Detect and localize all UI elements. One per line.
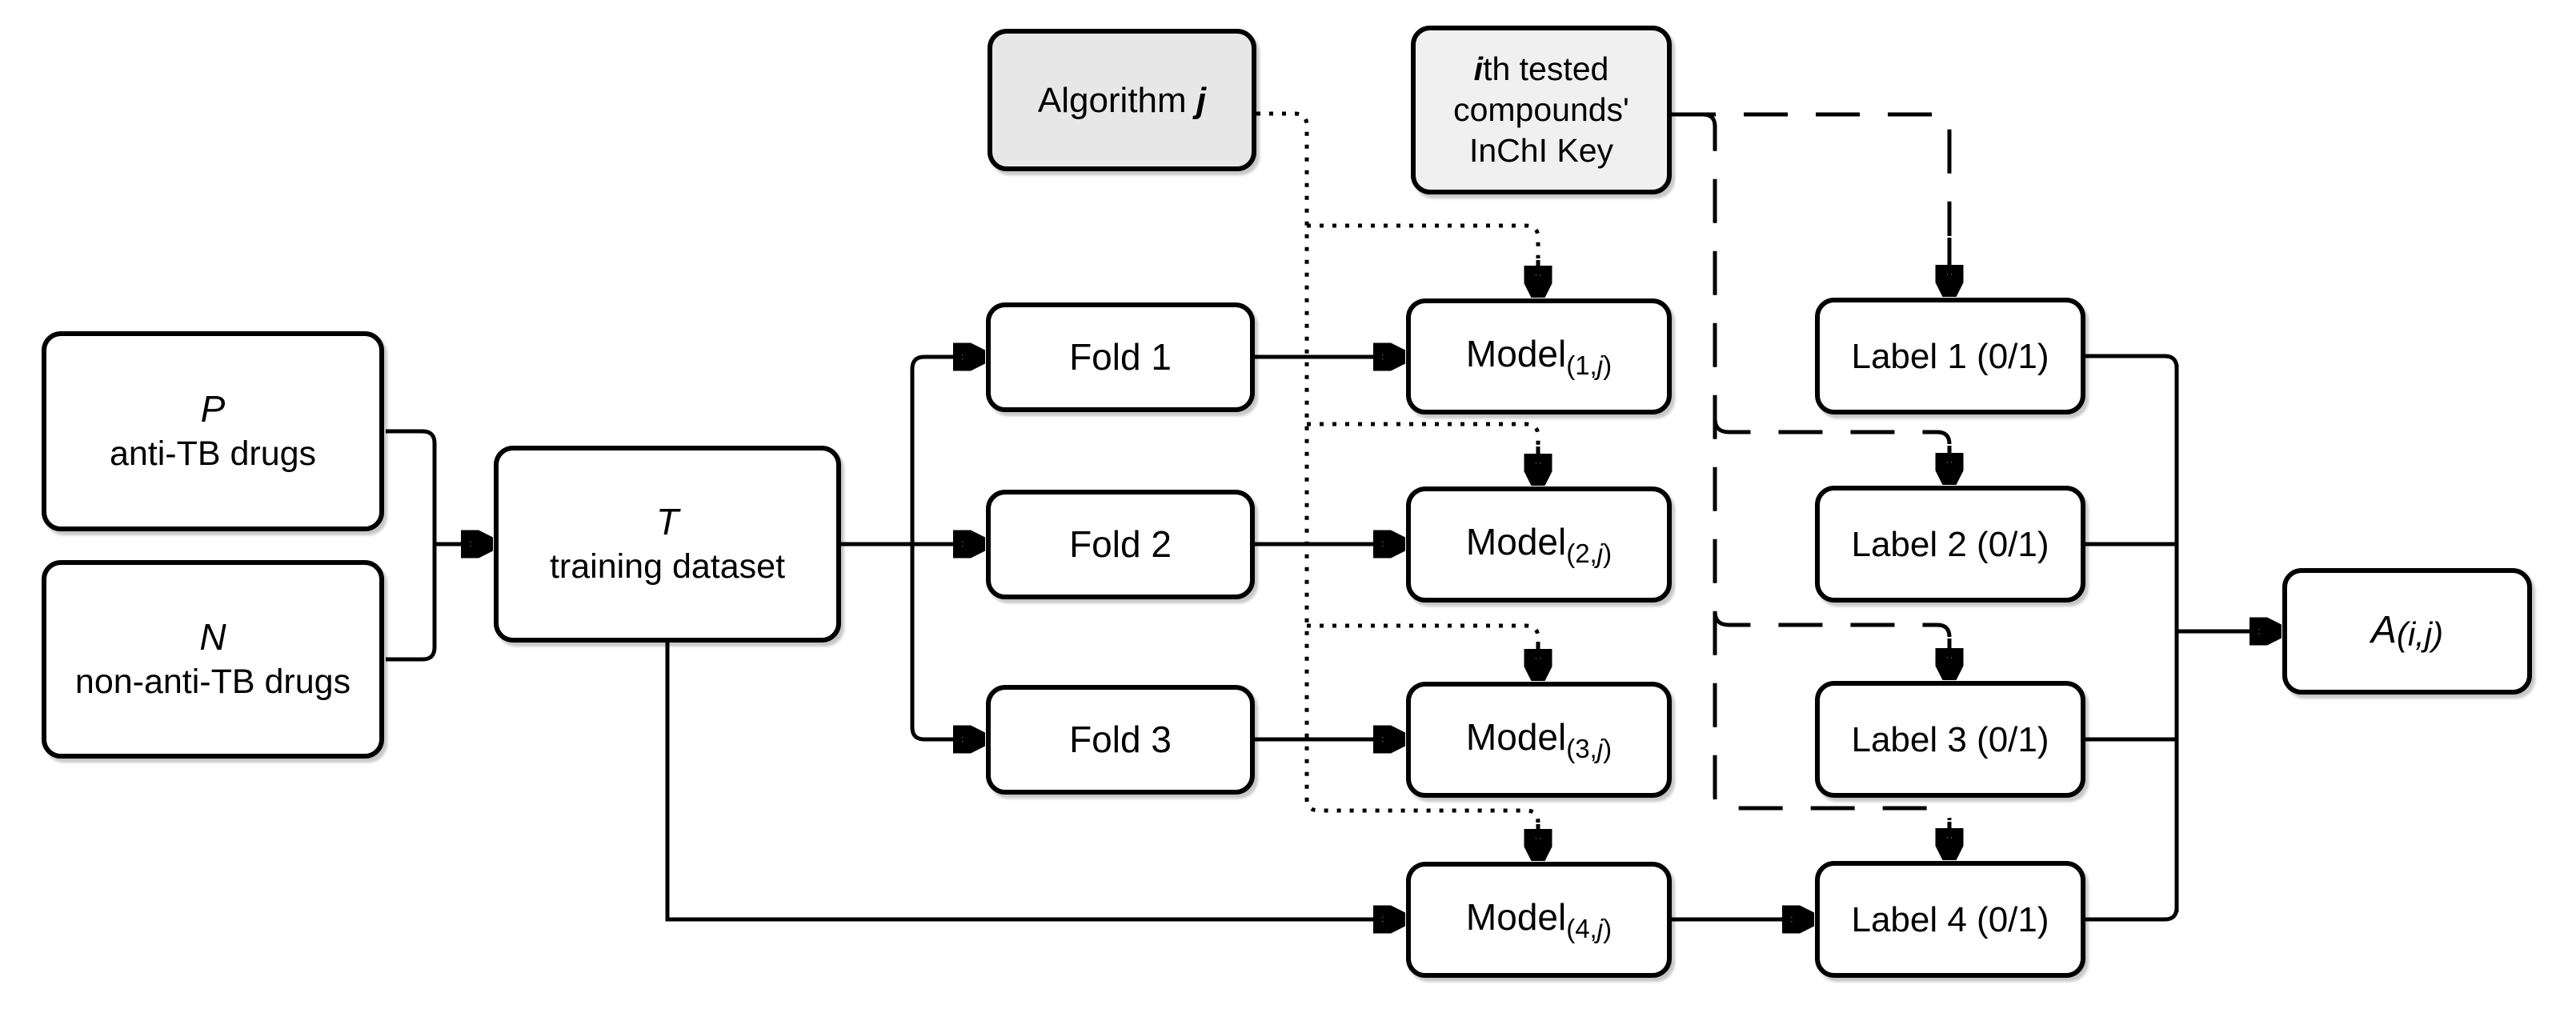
positive-symbol: P <box>200 388 226 430</box>
node-label-2: Label 2 (0/1) <box>1815 486 2085 603</box>
model-2-sub-suffix: ) <box>1603 538 1613 568</box>
model-4-base: Model <box>1465 895 1567 938</box>
node-label-3: Label 3 (0/1) <box>1815 681 2085 798</box>
output-sub-variable: j <box>2424 615 2433 654</box>
model-4-subscript: (4,j) <box>1566 914 1612 943</box>
edge-inchi-branch-label3 <box>1713 611 1952 638</box>
edge-label4-stub <box>2085 907 2179 922</box>
node-model-4: Model(4,j) <box>1406 862 1672 978</box>
node-label-1: Label 1 (0/1) <box>1815 298 2085 414</box>
model-1-subscript: (1,j) <box>1566 350 1612 380</box>
model-3-sub-variable: j <box>1596 733 1604 763</box>
inchi-line-3: InChI Key <box>1468 132 1614 170</box>
node-output-a: A(i,j) <box>2282 568 2532 695</box>
node-inchi-key: ith tested compounds' InChI Key <box>1411 26 1672 194</box>
edge-inchi-vertical <box>1702 112 1952 821</box>
model-1-sub-variable: j <box>1596 350 1604 380</box>
model-3-subscript: (3,j) <box>1566 734 1612 763</box>
model-3-base: Model <box>1465 715 1567 758</box>
node-model-3: Model(3,j) <box>1406 682 1672 798</box>
node-fold-1: Fold 1 <box>986 302 1255 412</box>
training-symbol: T <box>655 501 679 543</box>
node-positive-set: P anti-TB drugs <box>42 331 384 531</box>
label-2-text: Label 2 (0/1) <box>1851 524 2049 564</box>
model-1-base: Model <box>1465 332 1567 374</box>
inchi-line-1-rest: th tested <box>1483 50 1609 87</box>
model-4-label: Model(4,j) <box>1466 895 1612 945</box>
model-2-label: Model(2,j) <box>1466 519 1612 570</box>
inchi-line-1: ith tested <box>1474 49 1609 90</box>
edge-label1-stub <box>2085 354 2179 369</box>
node-label-4: Label 4 (0/1) <box>1815 861 2085 978</box>
label-3-text: Label 3 (0/1) <box>1851 719 2049 759</box>
fold-3-label: Fold 3 <box>1069 718 1172 760</box>
model-2-base: Model <box>1465 520 1567 563</box>
model-1-label: Model(1,j) <box>1466 331 1612 382</box>
inchi-line-2: compounds' <box>1453 90 1629 128</box>
edge-algorithm-branch-1 <box>1307 223 1540 258</box>
model-4-sub-prefix: (4, <box>1566 913 1597 943</box>
model-4-sub-variable: j <box>1596 913 1604 943</box>
edge-branch-to-fold-3 <box>910 544 975 739</box>
fold-2-label: Fold 2 <box>1069 523 1172 565</box>
training-description: training dataset <box>549 547 786 586</box>
model-3-label: Model(3,j) <box>1466 715 1612 765</box>
node-model-1: Model(1,j) <box>1406 298 1672 414</box>
edge-t-to-model4 <box>665 643 1395 919</box>
edge-n-to-junction <box>386 544 437 662</box>
node-negative-set: N non-anti-TB drugs <box>42 560 384 759</box>
algorithm-text: Algorithm <box>1037 80 1196 120</box>
edge-branch-to-fold-1 <box>910 357 975 544</box>
edge-inchi-branch-label2 <box>1713 418 1952 445</box>
model-1-sub-prefix: (1, <box>1566 350 1597 380</box>
node-training-dataset: T training dataset <box>494 446 841 643</box>
inchi-variable: i <box>1473 50 1484 87</box>
output-label: A(i,j) <box>2371 607 2443 656</box>
output-sub-suffix: ) <box>2432 615 2444 654</box>
edge-p-to-junction <box>386 429 437 544</box>
label-4-text: Label 4 (0/1) <box>1851 899 2049 939</box>
node-algorithm: Algorithm j <box>988 29 1256 171</box>
edge-algorithm-branch-2 <box>1307 422 1540 445</box>
model-4-sub-suffix: ) <box>1603 913 1613 943</box>
output-subscript: (i,j) <box>2397 615 2443 653</box>
model-2-subscript: (2,j) <box>1566 539 1612 568</box>
output-base: A <box>2370 609 2397 652</box>
model-1-sub-suffix: ) <box>1603 350 1613 380</box>
model-2-sub-variable: j <box>1596 538 1604 568</box>
node-model-2: Model(2,j) <box>1406 486 1672 603</box>
positive-description: anti-TB drugs <box>109 434 317 473</box>
model-2-sub-prefix: (2, <box>1566 538 1597 568</box>
output-sub-prefix: (i, <box>2396 615 2425 654</box>
negative-symbol: N <box>199 616 226 659</box>
algorithm-label: Algorithm j <box>1038 78 1206 122</box>
model-3-sub-suffix: ) <box>1603 733 1613 763</box>
fold-1-label: Fold 1 <box>1069 335 1172 378</box>
algorithm-variable: j <box>1196 80 1207 120</box>
edge-algorithm-branch-3 <box>1307 623 1540 640</box>
model-3-sub-prefix: (3, <box>1566 733 1597 763</box>
label-1-text: Label 1 (0/1) <box>1851 336 2049 376</box>
node-fold-2: Fold 2 <box>986 490 1255 599</box>
negative-description: non-anti-TB drugs <box>74 662 351 701</box>
node-fold-3: Fold 3 <box>986 685 1255 795</box>
